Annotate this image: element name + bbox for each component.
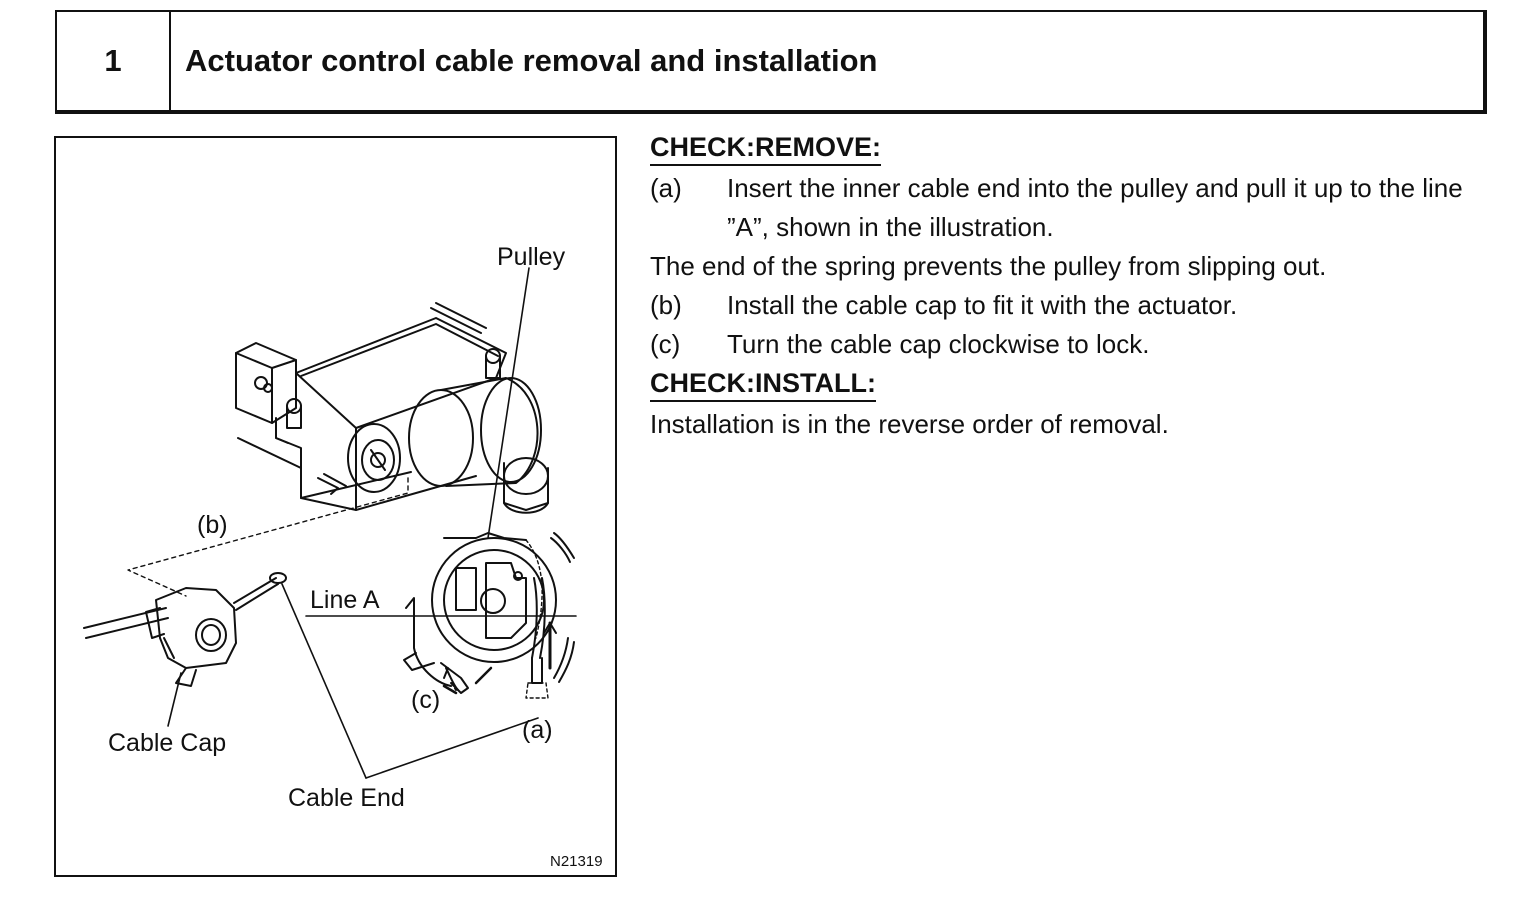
- step-text: Install the cable cap to fit it with the…: [727, 290, 1238, 320]
- section-header: 1 Actuator control cable removal and ins…: [55, 10, 1487, 114]
- install-text: Installation is in the reverse order of …: [650, 409, 1169, 439]
- step-letter: (c): [650, 329, 681, 359]
- label-pulley: Pulley: [497, 243, 566, 271]
- cable-cap-leader: [167, 672, 182, 727]
- label-line-a: Line A: [310, 586, 380, 614]
- pulley-leader: [487, 267, 530, 539]
- actuator-illustration: [83, 267, 577, 779]
- section-number: 1: [57, 12, 171, 110]
- instructions: CHECK:REMOVE: (a) Insert the inner cable…: [650, 128, 1510, 444]
- label-cable-end: Cable End: [288, 784, 405, 812]
- label-cable-cap: Cable Cap: [108, 729, 227, 757]
- label-c: (c): [411, 686, 441, 714]
- spring-note: The end of the spring prevents the pulle…: [650, 251, 1327, 281]
- figure-code: N21319: [550, 853, 603, 870]
- illustration-frame: Pulley (b) Line A (c) (a) Cable Cap Cabl…: [54, 136, 617, 877]
- pulley-detail: [403, 532, 575, 699]
- step-letter: (a): [650, 173, 682, 203]
- step-text: Turn the cable cap clockwise to lock.: [727, 329, 1150, 359]
- install-heading: CHECK:INSTALL:: [650, 367, 876, 402]
- actuator-pulley: [317, 423, 401, 495]
- step-letter: (b): [650, 290, 682, 320]
- step-text: Insert the inner cable end into the pull…: [727, 173, 1463, 242]
- cable-end-leader-1: [281, 583, 367, 779]
- cable-end-leader-2: [365, 717, 539, 779]
- cable-cap-guide: [127, 477, 409, 597]
- step-b: (b) Install the cable cap to fit it with…: [650, 286, 1510, 325]
- motor-cylinder: [408, 377, 549, 514]
- remove-heading: CHECK:REMOVE:: [650, 131, 882, 166]
- section-title: Actuator control cable removal and insta…: [185, 43, 878, 78]
- actuator-body: [235, 302, 507, 511]
- cable-cap-assembly: [83, 572, 287, 687]
- label-a: (a): [522, 716, 553, 744]
- step-c: (c) Turn the cable cap clockwise to lock…: [650, 325, 1510, 364]
- label-b: (b): [197, 511, 228, 539]
- step-a: (a) Insert the inner cable end into the …: [650, 169, 1510, 247]
